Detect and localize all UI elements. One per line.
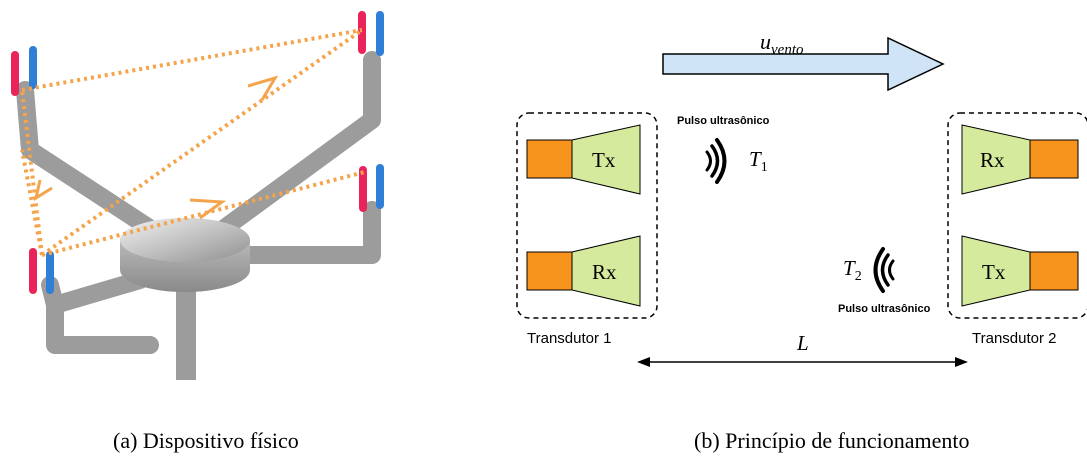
transducer1-tx: Tx (526, 124, 641, 195)
wind-label: uvento (760, 29, 804, 58)
center-pole (176, 280, 196, 380)
transducer2-bottom-label: Tx (982, 260, 1006, 284)
transducer2-box (947, 112, 1087, 319)
distance-arrow (637, 357, 968, 367)
transducer2-rx: Rx (961, 124, 1079, 195)
pulse-label-bottom: Pulso ultrasônico (838, 303, 931, 315)
acoustic-paths (20, 28, 366, 257)
path-direction-arrows (33, 75, 279, 220)
principle-diagram: uvento Tx Rx Transdutor 1 Rx Tx Transdut… (516, 29, 1087, 367)
transducer1-rx: Rx (526, 235, 641, 307)
transducer1-bottom-label: Rx (592, 260, 617, 284)
transducer1-box (516, 112, 658, 319)
caption-b: (b) Princípio de funcionamento (694, 428, 970, 453)
transducer-tips (11, 11, 384, 294)
transducer2-tx: Tx (961, 235, 1079, 307)
t1-label: T1 (749, 147, 768, 175)
transducer1-label: Transdutor 1 (527, 330, 612, 347)
support-arms (16, 51, 381, 354)
pulse-wave-right-icon (705, 138, 727, 184)
transducer1-top-label: Tx (592, 148, 616, 172)
transducer2-top-label: Rx (980, 148, 1005, 172)
caption-a: (a) Dispositivo físico (113, 428, 299, 453)
central-hub (120, 218, 250, 292)
t2-label: T2 (843, 256, 862, 284)
device-illustration (11, 11, 384, 380)
wind-arrow (662, 36, 945, 92)
transducer2-label: Transdutor 2 (972, 330, 1057, 347)
distance-label: L (796, 331, 809, 355)
pulse-label-top: Pulso ultrasônico (677, 115, 770, 127)
pulse-wave-left-icon (873, 247, 895, 293)
